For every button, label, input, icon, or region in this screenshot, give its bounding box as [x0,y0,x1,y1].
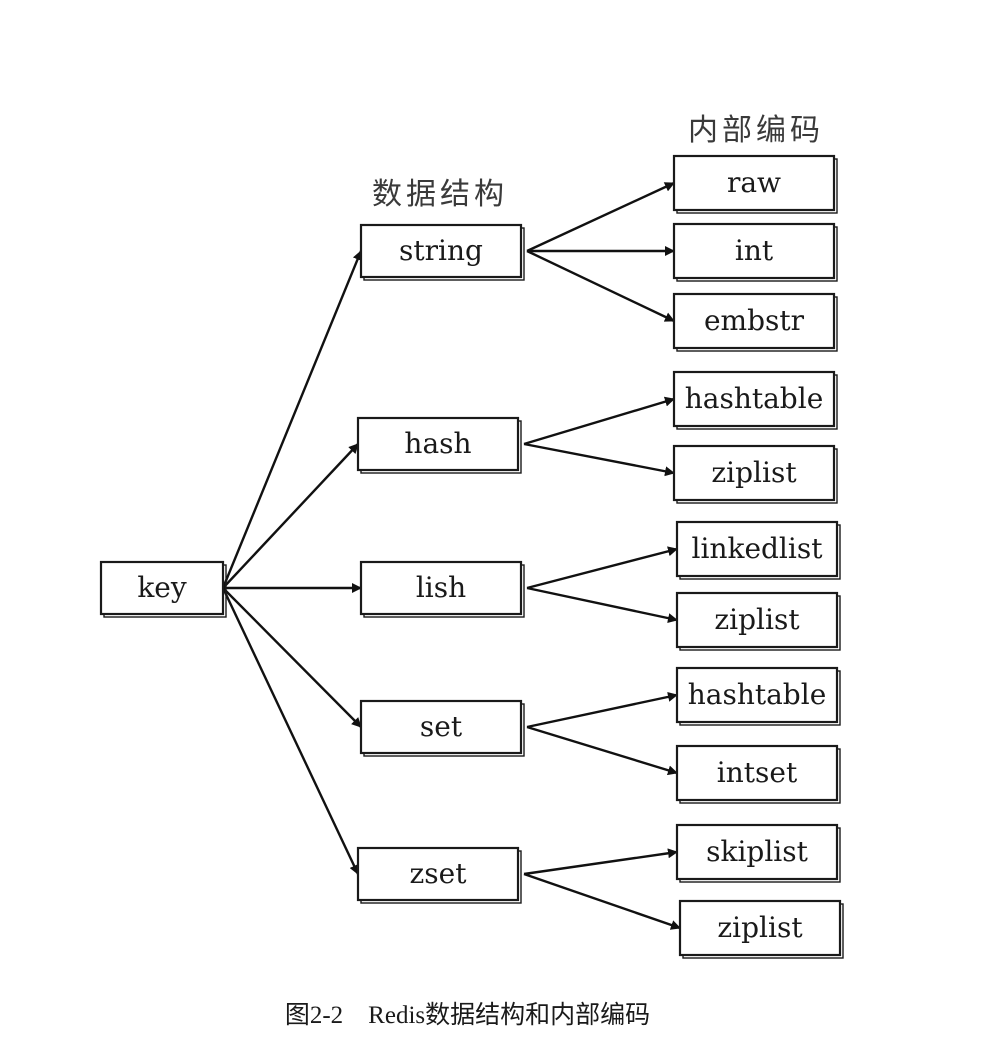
node-encoding-lish-linkedlist-label: linkedlist [692,532,824,565]
node-encoding-set-hashtable-frame [675,666,839,724]
node-encoding-string-raw-frame [672,154,836,212]
node-encoding-lish-ziplist: ziplist [675,591,841,651]
edge-key-to-zset [221,587,360,875]
node-structure-hash-label: hash [404,427,471,460]
edge-hash-to-ziplist [523,442,675,477]
node-structure-lish-label: lish [416,571,466,604]
node-encoding-zset-ziplist-label: ziplist [717,911,803,944]
edge-string-to-raw [526,181,675,253]
node-encoding-lish-linkedlist-frame [675,520,839,578]
node-encoding-zset-skiplist: skiplist [675,823,841,883]
node-structure-lish-frame [359,560,523,616]
edge-set-to-hashtable [526,691,678,729]
edge-set-to-intset [526,725,678,776]
node-layer: key string raw int embstr hash hashtable ziplis… [99,154,844,959]
node-encoding-hash-hashtable-frame [672,370,836,428]
node-encoding-set-intset-label: intset [717,756,798,789]
node-encoding-string-int-label: int [735,234,774,267]
node-encoding-hash-hashtable: hashtable [672,370,838,430]
node-encoding-set-intset: intset [675,744,841,804]
node-structure-set-frame [359,699,523,755]
node-structure-string: string [359,223,525,281]
node-encoding-zset-ziplist-frame [678,899,842,957]
node-key: key [99,560,227,618]
node-encoding-set-hashtable-label: hashtable [688,678,827,711]
node-key-frame [99,560,225,616]
node-encoding-string-embstr-label: embstr [704,304,805,337]
edge-string-to-embstr [526,249,675,323]
node-structure-zset-label: zset [410,857,468,890]
edge-key-to-set [222,587,362,728]
node-structure-set-label: set [420,710,463,743]
node-encoding-set-hashtable: hashtable [675,666,841,726]
edge-zset-to-skiplist [523,848,678,876]
node-encoding-hash-ziplist: ziplist [672,444,838,504]
structures-heading: 数据结构 [372,177,508,212]
node-encoding-string-int: int [672,222,838,282]
node-encoding-hash-ziplist-label: ziplist [711,456,797,489]
node-encoding-string-int-frame [672,222,836,280]
edge-hash-to-hashtable [523,396,675,446]
node-encoding-string-embstr: embstr [672,292,838,352]
edge-key-to-string [221,250,363,589]
node-structure-lish: lish [359,560,525,618]
edge-key-to-hash [222,443,359,589]
node-encoding-lish-linkedlist: linkedlist [675,520,841,580]
node-structure-hash: hash [356,416,522,474]
node-encoding-hash-ziplist-frame [672,444,836,502]
node-structure-hash-frame [356,416,520,472]
node-encoding-zset-skiplist-frame [675,823,839,881]
node-structure-zset-frame [356,846,520,902]
edge-lish-to-ziplist [526,586,678,624]
node-structure-zset: zset [356,846,522,904]
node-encoding-string-embstr-frame [672,292,836,350]
edge-layer [221,181,681,930]
node-structure-string-frame [359,223,523,279]
edge-lish-to-linkedlist [526,546,678,590]
node-encoding-set-intset-frame [675,744,839,802]
node-encoding-string-raw-label: raw [727,166,781,199]
encodings-heading: 内部编码 [688,113,824,148]
node-encoding-hash-hashtable-label: hashtable [685,382,824,415]
node-encoding-lish-ziplist-frame [675,591,839,649]
node-structure-set: set [359,699,525,757]
node-encoding-string-raw: raw [672,154,838,214]
node-structure-string-label: string [399,234,483,267]
edge-zset-to-ziplist [523,872,681,930]
node-encoding-zset-skiplist-label: skiplist [706,835,808,868]
node-encoding-lish-ziplist-label: ziplist [714,603,800,636]
node-key-label: key [137,571,187,604]
figure-caption: 图2-2 Redis数据结构和内部编码 [284,1002,651,1029]
node-encoding-zset-ziplist: ziplist [678,899,844,959]
